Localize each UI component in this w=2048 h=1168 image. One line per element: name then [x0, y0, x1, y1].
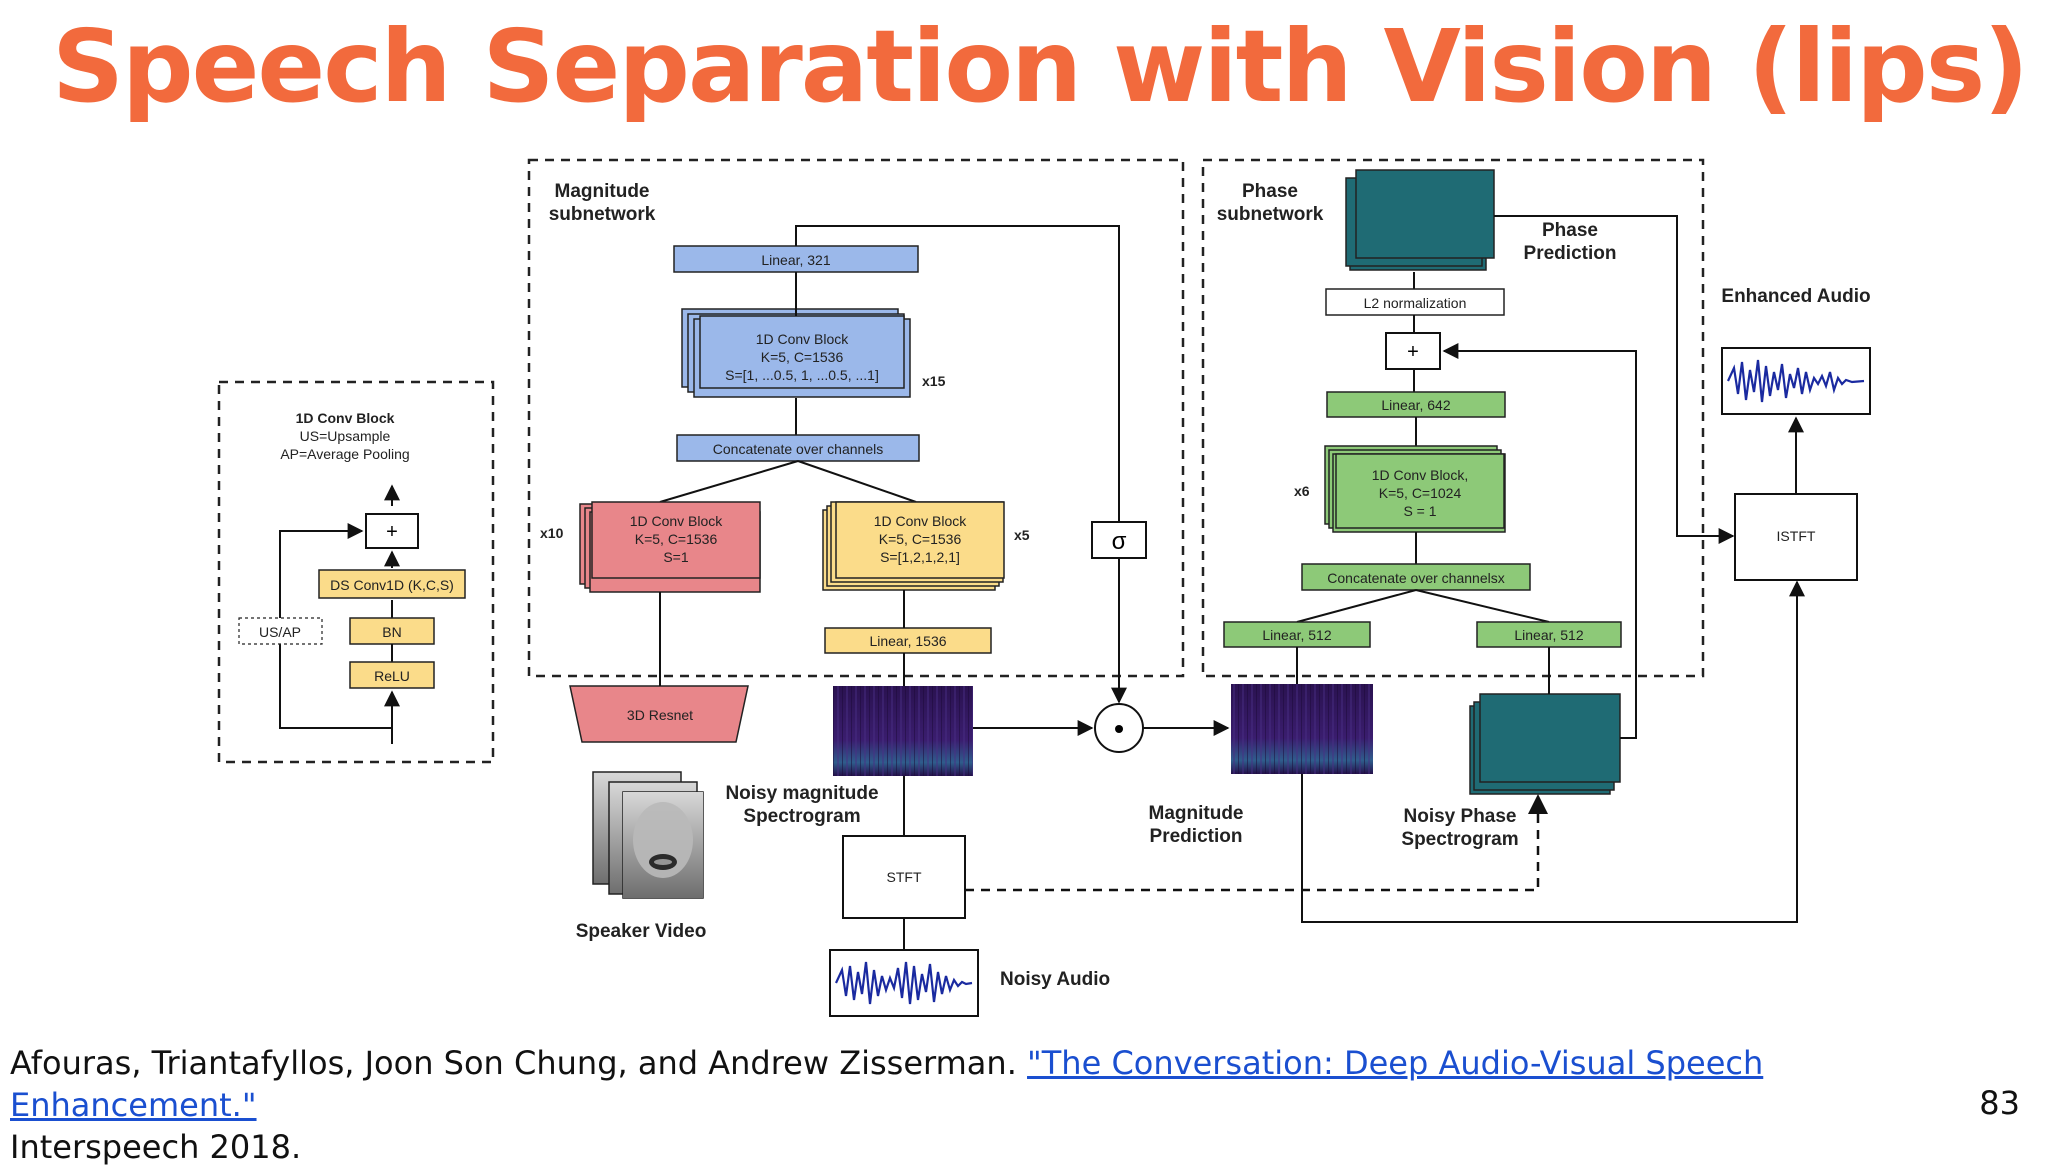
x15-label: x15: [922, 373, 946, 389]
speaker-video-label: Speaker Video: [576, 921, 707, 942]
linear-512-b-block: [1476, 621, 1622, 648]
legend-relu-block: [349, 661, 435, 689]
legend-ap: AP=Average Pooling: [280, 446, 409, 462]
phase-subnetwork: Phase subnetwork Phase Prediction L2 nor…: [1201, 158, 1705, 678]
legend-bn: BN: [382, 624, 401, 640]
phase-pred-stack: [1355, 169, 1495, 259]
magnitude-subnetwork: Magnitude subnetwork Linear, 321 1D Conv…: [527, 158, 1185, 678]
stft-label: STFT: [887, 869, 922, 885]
yellow-line2: K=5, C=1536: [879, 531, 962, 547]
resnet-block: [569, 685, 749, 743]
green-line2: K=5, C=1024: [1379, 485, 1462, 501]
conv15-line2: K=5, C=1536: [761, 349, 844, 365]
legend-plus: +: [386, 521, 398, 543]
green-line3: S = 1: [1403, 503, 1436, 519]
linear-512-a-block: [1223, 621, 1371, 648]
green-line1: 1D Conv Block,: [1372, 467, 1468, 483]
speaker-video-frames: [592, 771, 704, 899]
linear-1536-block: [824, 627, 992, 654]
linear-321-block: [673, 245, 919, 273]
legend-dsconv-block: [318, 569, 466, 599]
yellow-line1: 1D Conv Block: [874, 513, 968, 529]
legend-bn-block: [349, 617, 435, 645]
conv-x15-block: [699, 315, 905, 389]
linear-642-block: [1326, 391, 1506, 418]
output-section: ISTFT Enhanced Audio: [1494, 215, 1871, 581]
slide-title: Speech Separation with Vision (lips): [52, 8, 2029, 125]
phase-concat: Concatenate over channelsx: [1327, 570, 1504, 586]
legend-plus-node: [365, 513, 419, 549]
x5-label: x5: [1014, 527, 1030, 543]
legend-us: US=Upsample: [300, 428, 391, 444]
l2-norm-block: [1325, 288, 1505, 316]
l2-norm: L2 normalization: [1364, 295, 1467, 311]
legend-relu: ReLU: [374, 668, 410, 684]
noisy-mag-label-1: Noisy magnitude: [725, 783, 878, 804]
stft-block: [842, 835, 966, 919]
magnitude-label-2: subnetwork: [549, 204, 656, 225]
phase-pred-1: Phase: [1542, 220, 1598, 241]
conv15-line1: 1D Conv Block: [756, 331, 850, 347]
phase-pred-2: Prediction: [1524, 243, 1617, 264]
phase-label-1: Phase: [1242, 181, 1298, 202]
legend-usap: US/AP: [259, 624, 301, 640]
citation: Afouras, Triantafyllos, Joon Son Chung, …: [10, 1042, 1950, 1168]
linear-642: Linear, 642: [1381, 397, 1450, 413]
noisy-phase-label-2: Spectrogram: [1401, 829, 1518, 850]
mag-concat-block: [676, 434, 920, 462]
bottom-row: 3D Resnet Speaker Video Noisy magnitude …: [569, 343, 1805, 1017]
red-line2: K=5, C=1536: [635, 531, 718, 547]
phase-label-2: subnetwork: [1217, 204, 1324, 225]
green-conv-block: [1335, 453, 1505, 529]
sigma-label: σ: [1112, 528, 1127, 555]
mag-concat: Concatenate over channels: [713, 441, 883, 457]
resnet-label: 3D Resnet: [627, 707, 693, 723]
yellow-conv-block: [835, 501, 1005, 579]
x6-label: x6: [1294, 483, 1310, 499]
paper-link[interactable]: "The Conversation: Deep Audio-Visual Spe…: [10, 1044, 1764, 1124]
red-conv-block: [591, 501, 761, 579]
red-line3: S=1: [663, 549, 689, 565]
citation-authors: Afouras, Triantafyllos, Joon Son Chung, …: [10, 1044, 1017, 1082]
mag-pred-label-1: Magnitude: [1149, 803, 1244, 824]
red-line1: 1D Conv Block: [630, 513, 724, 529]
istft-block: [1734, 493, 1858, 581]
noisy-phase-stack: [1479, 693, 1621, 783]
odot-label: •: [1114, 713, 1124, 744]
page-number: 83: [1979, 1084, 2020, 1122]
legend-box: 1D Conv Block US=Upsample AP=Average Poo…: [217, 380, 495, 764]
noisy-phase-label-1: Noisy Phase: [1404, 806, 1517, 827]
citation-venue: Interspeech 2018.: [10, 1128, 302, 1166]
linear-512-b: Linear, 512: [1514, 627, 1583, 643]
legend-title: 1D Conv Block: [296, 410, 395, 426]
x10-label: x10: [540, 525, 564, 541]
noisy-audio-label: Noisy Audio: [1000, 969, 1110, 990]
noisy-mag-label-2: Spectrogram: [743, 806, 860, 827]
linear-1536: Linear, 1536: [869, 633, 946, 649]
magnitude-label-1: Magnitude: [555, 181, 650, 202]
linear-512-a: Linear, 512: [1262, 627, 1331, 643]
yellow-line3: S=[1,2,1,2,1]: [880, 549, 960, 565]
phase-plus: +: [1407, 341, 1419, 363]
istft-label: ISTFT: [1777, 528, 1816, 544]
conv15-line3: S=[1, ...0.5, 1, ...0.5, ...1]: [725, 367, 879, 383]
legend-dsconv: DS Conv1D (K,C,S): [330, 577, 454, 593]
linear-321: Linear, 321: [761, 252, 830, 268]
mag-pred-label-2: Prediction: [1150, 826, 1243, 847]
enhanced-audio-label: Enhanced Audio: [1721, 286, 1870, 307]
architecture-diagram: 1D Conv Block US=Upsample AP=Average Poo…: [217, 158, 1871, 1017]
legend-usap-block: [238, 617, 323, 645]
